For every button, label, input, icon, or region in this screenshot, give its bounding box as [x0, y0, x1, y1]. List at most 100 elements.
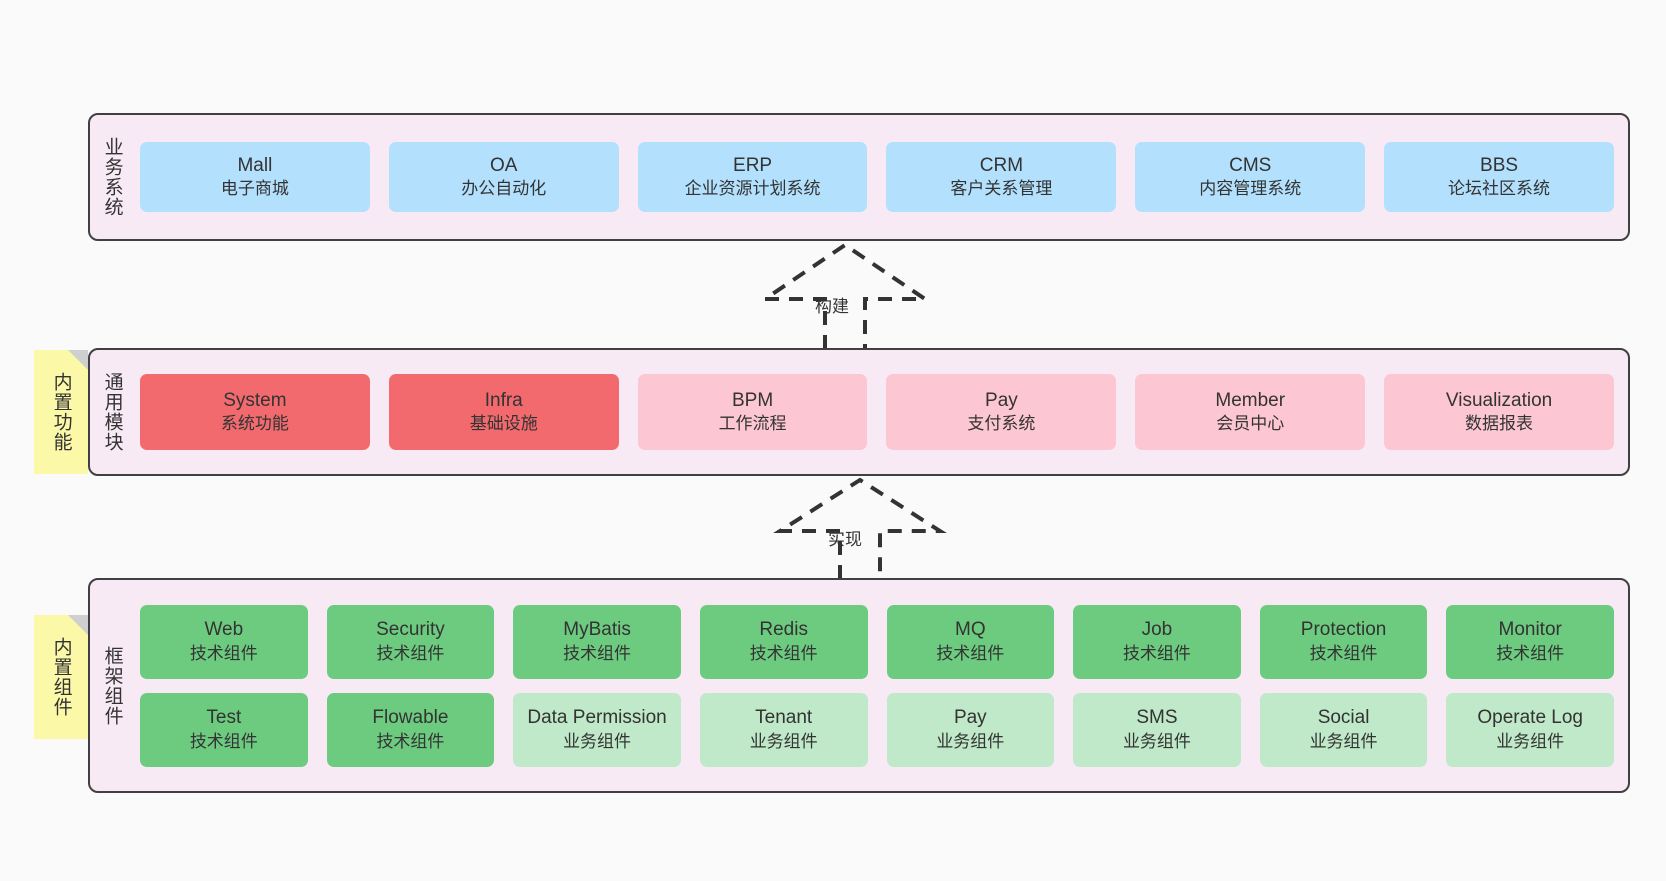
card-title: CMS [1229, 154, 1272, 176]
card-subtitle: 会员中心 [1216, 414, 1285, 434]
card-system[interactable]: System 系统功能 [140, 374, 370, 450]
card-erp[interactable]: ERP 企业资源计划系统 [637, 142, 868, 212]
card-subtitle: 技术组件 [376, 731, 445, 751]
layer-body-common-module: System 系统功能 Infra 基础设施 BPM 工作流程 Pay 支付系统… [134, 350, 1628, 474]
card-title: System [223, 389, 287, 411]
card-web[interactable]: Web 技术组件 [140, 604, 308, 679]
note-label: 内置功能 [50, 372, 72, 452]
card-title: Pay [953, 707, 987, 729]
card-subtitle: 业务组件 [1122, 731, 1191, 751]
card-title: Security [376, 619, 445, 641]
card-infra[interactable]: Infra 基础设施 [388, 374, 619, 450]
card-title: Visualization [1445, 389, 1553, 411]
card-tenant[interactable]: Tenant 业务组件 [699, 692, 868, 767]
card-crm[interactable]: CRM 客户关系管理 [886, 142, 1117, 212]
card-row: System 系统功能 Infra 基础设施 BPM 工作流程 Pay 支付系统… [140, 374, 1614, 450]
card-title: Member [1215, 389, 1286, 411]
note-builtin-components[interactable]: 内置组件 [34, 615, 88, 739]
card-flowable[interactable]: Flowable 技术组件 [326, 692, 495, 767]
note-label: 内置组件 [50, 637, 72, 717]
card-cms[interactable]: CMS 内容管理系统 [1135, 142, 1366, 212]
layer-title-common-module: 通用模块 [101, 372, 123, 452]
card-title: Infra [484, 389, 523, 411]
card-title: Flowable [372, 707, 449, 729]
layer-title-framework-component: 框架组件 [101, 645, 123, 726]
card-subtitle: 业务组件 [1496, 731, 1565, 751]
card-security[interactable]: Security 技术组件 [326, 604, 495, 679]
card-title: Tenant [755, 707, 813, 729]
connector-implement-arrow [773, 477, 947, 579]
card-subtitle: 技术组件 [376, 643, 445, 663]
card-subtitle: 业务组件 [563, 731, 632, 751]
note-builtin-features[interactable]: 内置功能 [34, 350, 88, 474]
card-subtitle: 技术组件 [1496, 643, 1565, 663]
card-operate-log[interactable]: Operate Log 业务组件 [1446, 692, 1614, 767]
card-redis[interactable]: Redis 技术组件 [699, 604, 868, 679]
card-job[interactable]: Job 技术组件 [1073, 604, 1241, 679]
card-subtitle: 技术组件 [749, 643, 818, 663]
card-title: MQ [955, 619, 986, 641]
card-subtitle: 技术组件 [563, 643, 632, 663]
card-bbs[interactable]: BBS 论坛社区系统 [1384, 142, 1614, 212]
card-subtitle: 支付系统 [967, 414, 1036, 434]
card-title: BBS [1480, 154, 1519, 176]
card-subtitle: 客户关系管理 [950, 179, 1053, 199]
card-member[interactable]: Member 会员中心 [1135, 374, 1366, 450]
card-title: Redis [759, 619, 808, 641]
card-title: Job [1141, 619, 1173, 641]
card-subtitle: 技术组件 [1122, 643, 1191, 663]
card-bpm[interactable]: BPM 工作流程 [637, 374, 868, 450]
card-subtitle: 数据报表 [1465, 414, 1534, 434]
card-subtitle: 基础设施 [469, 414, 538, 434]
card-title: Operate Log [1477, 707, 1583, 729]
card-subtitle: 业务组件 [749, 731, 818, 751]
connector-build-arrow [758, 242, 932, 349]
card-sms[interactable]: SMS 业务组件 [1073, 692, 1241, 767]
card-test[interactable]: Test 技术组件 [140, 692, 308, 767]
card-protection[interactable]: Protection 技术组件 [1259, 604, 1428, 679]
card-title: CRM [979, 154, 1024, 176]
layer-body-framework-component: Web 技术组件 Security 技术组件 MyBatis 技术组件 Redi… [134, 580, 1628, 791]
card-subtitle: 技术组件 [189, 643, 258, 663]
card-subtitle: 系统功能 [220, 414, 289, 434]
card-title: Mall [237, 154, 273, 176]
card-title: Protection [1300, 619, 1387, 641]
card-row: Test 技术组件 Flowable 技术组件 Data Permission … [140, 692, 1614, 767]
card-monitor[interactable]: Monitor 技术组件 [1446, 604, 1614, 679]
card-title: BPM [731, 389, 774, 411]
layer-body-business-system: Mall 电子商城 OA 办公自动化 ERP 企业资源计划系统 CRM 客户关系… [134, 115, 1628, 239]
card-subtitle: 业务组件 [1309, 731, 1378, 751]
card-mybatis[interactable]: MyBatis 技术组件 [513, 604, 681, 679]
card-mq[interactable]: MQ 技术组件 [886, 604, 1055, 679]
layer-framework-component[interactable]: 框架组件 Web 技术组件 Security 技术组件 MyBatis 技术组件… [88, 578, 1630, 793]
card-subtitle: 技术组件 [936, 643, 1005, 663]
card-subtitle: 电子商城 [220, 179, 289, 199]
card-title: Data Permission [527, 707, 667, 729]
card-subtitle: 技术组件 [189, 731, 258, 751]
layer-common-module[interactable]: 通用模块 System 系统功能 Infra 基础设施 BPM 工作流程 Pay… [88, 348, 1630, 476]
card-visualization[interactable]: Visualization 数据报表 [1384, 374, 1614, 450]
card-subtitle: 工作流程 [718, 414, 787, 434]
card-title: SMS [1136, 707, 1178, 729]
card-title: Monitor [1498, 619, 1562, 641]
card-mall[interactable]: Mall 电子商城 [140, 142, 370, 212]
card-row: Web 技术组件 Security 技术组件 MyBatis 技术组件 Redi… [140, 604, 1614, 679]
card-subtitle: 业务组件 [936, 731, 1005, 751]
card-subtitle: 办公自动化 [461, 179, 547, 199]
card-pay-module[interactable]: Pay 支付系统 [886, 374, 1117, 450]
card-title: OA [490, 154, 518, 176]
card-subtitle: 论坛社区系统 [1448, 179, 1551, 199]
layer-business-system[interactable]: 业务系统 Mall 电子商城 OA 办公自动化 ERP 企业资源计划系统 CRM… [88, 113, 1630, 241]
card-pay-component[interactable]: Pay 业务组件 [886, 692, 1055, 767]
card-title: Web [204, 619, 244, 641]
card-title: Social [1317, 707, 1370, 729]
layer-title-business-system: 业务系统 [101, 137, 123, 217]
card-social[interactable]: Social 业务组件 [1259, 692, 1428, 767]
card-title: MyBatis [563, 619, 631, 641]
card-oa[interactable]: OA 办公自动化 [388, 142, 619, 212]
card-data-permission[interactable]: Data Permission 业务组件 [513, 692, 681, 767]
card-subtitle: 技术组件 [1309, 643, 1378, 663]
card-row: Mall 电子商城 OA 办公自动化 ERP 企业资源计划系统 CRM 客户关系… [140, 142, 1614, 212]
card-subtitle: 内容管理系统 [1199, 179, 1302, 199]
